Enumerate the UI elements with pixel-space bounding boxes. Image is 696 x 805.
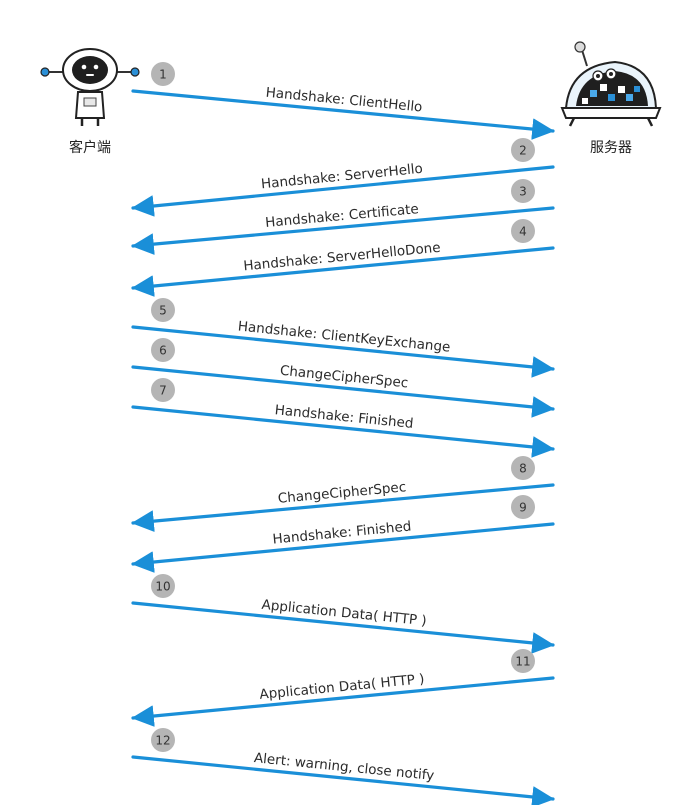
message-arrow-8 (131, 483, 555, 532)
message-arrow-7 (131, 405, 555, 458)
message-arrow-4 (131, 246, 555, 297)
step-number-6: 6 (159, 343, 167, 357)
message-arrow-9 (131, 522, 555, 573)
step-badge-5 (151, 298, 175, 322)
client-robot-icon (40, 48, 140, 126)
message-arrow-2 (131, 165, 555, 217)
step-badge-7 (151, 378, 175, 402)
step-number-4: 4 (519, 224, 527, 238)
step-number-12: 12 (155, 733, 170, 747)
step-number-10: 10 (155, 579, 170, 593)
message-arrow-3 (131, 206, 555, 255)
step-badge-2 (511, 138, 535, 162)
client-label: 客户端 (69, 139, 111, 156)
step-number-2: 2 (519, 143, 527, 157)
message-arrow-12 (131, 755, 555, 805)
message-arrow-11 (131, 676, 555, 727)
message-arrow-10 (131, 601, 555, 654)
step-number-1: 1 (159, 67, 167, 81)
message-arrow-1 (131, 89, 555, 140)
message-arrow-5 (131, 325, 555, 378)
step-badge-1 (151, 62, 175, 86)
step-number-7: 7 (159, 383, 167, 397)
step-badge-9 (511, 495, 535, 519)
server-robot-icon (560, 41, 662, 127)
step-badge-8 (511, 456, 535, 480)
step-badge-4 (511, 219, 535, 243)
step-badge-11 (511, 649, 535, 673)
message-arrow-6 (131, 365, 555, 418)
step-badge-6 (151, 338, 175, 362)
step-badge-3 (511, 179, 535, 203)
step-number-3: 3 (519, 184, 527, 198)
step-badge-10 (151, 574, 175, 598)
step-number-9: 9 (519, 500, 527, 514)
message-label-5: Handshake: ClientKeyExchange (237, 318, 451, 355)
step-number-5: 5 (159, 303, 167, 317)
step-badge-12 (151, 728, 175, 752)
server-label: 服务器 (590, 140, 632, 156)
step-number-11: 11 (515, 654, 530, 668)
step-number-8: 8 (519, 461, 527, 475)
